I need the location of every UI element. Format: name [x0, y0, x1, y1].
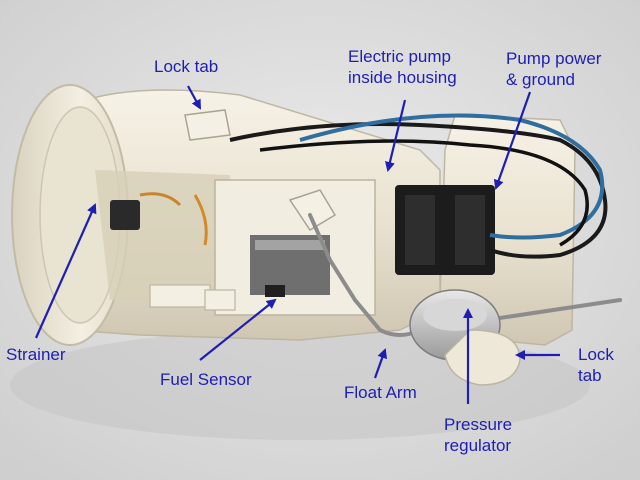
arrow-electric-pump: [385, 99, 407, 172]
connector-face: [405, 195, 435, 265]
connector-face-2: [455, 195, 485, 265]
float-hinge: [288, 189, 337, 232]
orange-wire-2: [193, 194, 208, 246]
label-lock-tab-right: Lock tab: [578, 345, 614, 385]
label-lock-tab-top: Lock tab: [154, 57, 219, 76]
label-pressure-regulator: Pressure regulator: [444, 415, 513, 455]
arrow-pump-power: [493, 91, 532, 190]
blue-wire: [299, 113, 605, 240]
label-float-arm: Float Arm: [344, 383, 417, 402]
strainer-clip: [110, 200, 140, 230]
arrow-strainer: [34, 203, 97, 339]
regulator-housing: [444, 329, 521, 386]
arrow-lock-tab-top: [187, 85, 201, 110]
orange-wire: [139, 192, 182, 207]
bottom-clip-2: [204, 289, 236, 311]
sensor-strip: [255, 240, 325, 250]
label-pump-power: Pump power & ground: [506, 49, 602, 89]
arrow-float-arm: [373, 348, 388, 379]
arrow-fuel-sensor: [199, 298, 277, 361]
top-lock-tab: [184, 109, 231, 141]
sensor-chip: [265, 285, 285, 297]
label-strainer: Strainer: [6, 345, 66, 364]
label-fuel-sensor: Fuel Sensor: [160, 370, 252, 389]
label-electric-pump: Electric pump inside housing: [348, 47, 457, 87]
black-wire-2: [259, 139, 589, 247]
regulator-top: [423, 299, 487, 331]
